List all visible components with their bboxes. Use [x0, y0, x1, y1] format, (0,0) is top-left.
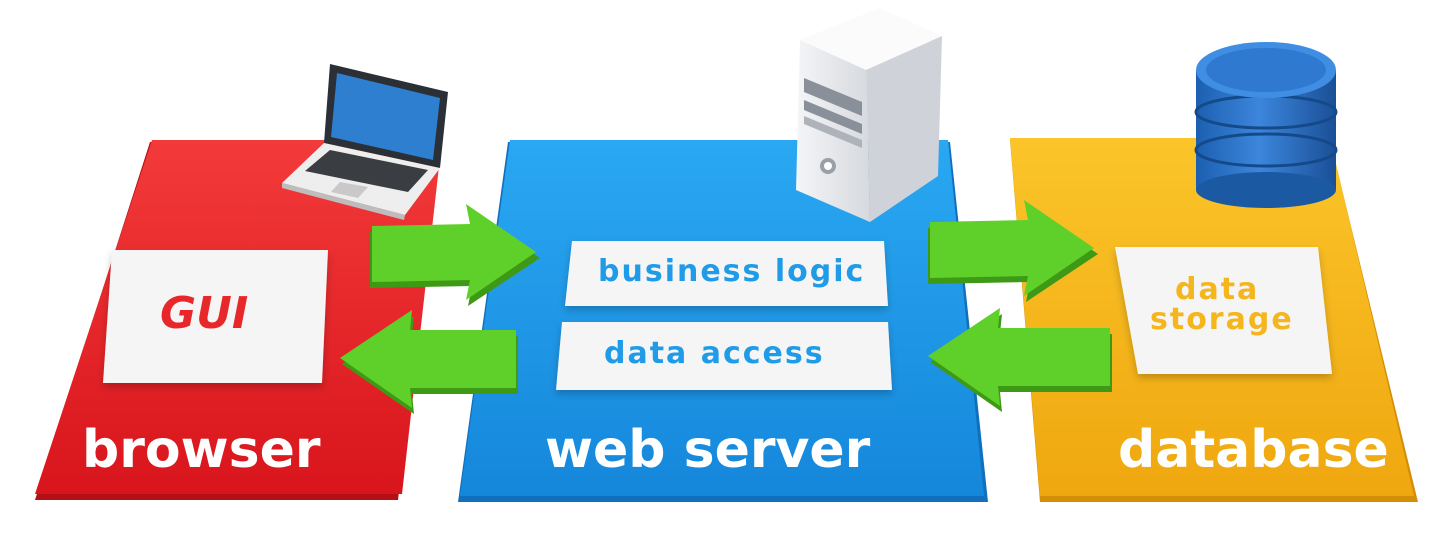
data-access-label: data access — [604, 336, 825, 371]
browser-label: browser — [82, 420, 321, 480]
data-storage-label-line2: storage — [1150, 302, 1294, 337]
gui-card — [103, 250, 328, 383]
data-storage-card — [1115, 247, 1332, 374]
arrow-right-icon — [928, 200, 1098, 302]
server-tower-icon — [796, 8, 942, 222]
arrow-left-icon — [928, 308, 1112, 412]
arrow-left-icon — [340, 310, 518, 414]
database-label: database — [1118, 420, 1389, 480]
business-logic-card — [565, 241, 888, 306]
business-logic-label: business logic — [598, 254, 866, 289]
gui-label: GUI — [160, 288, 249, 339]
arrow-right-icon — [370, 204, 540, 306]
data-access-card — [556, 322, 892, 390]
web-server-label: web server — [545, 420, 871, 480]
database-cylinder-icon — [1194, 42, 1338, 208]
data-storage-label-line1: data — [1175, 272, 1260, 307]
laptop-icon — [282, 64, 448, 220]
